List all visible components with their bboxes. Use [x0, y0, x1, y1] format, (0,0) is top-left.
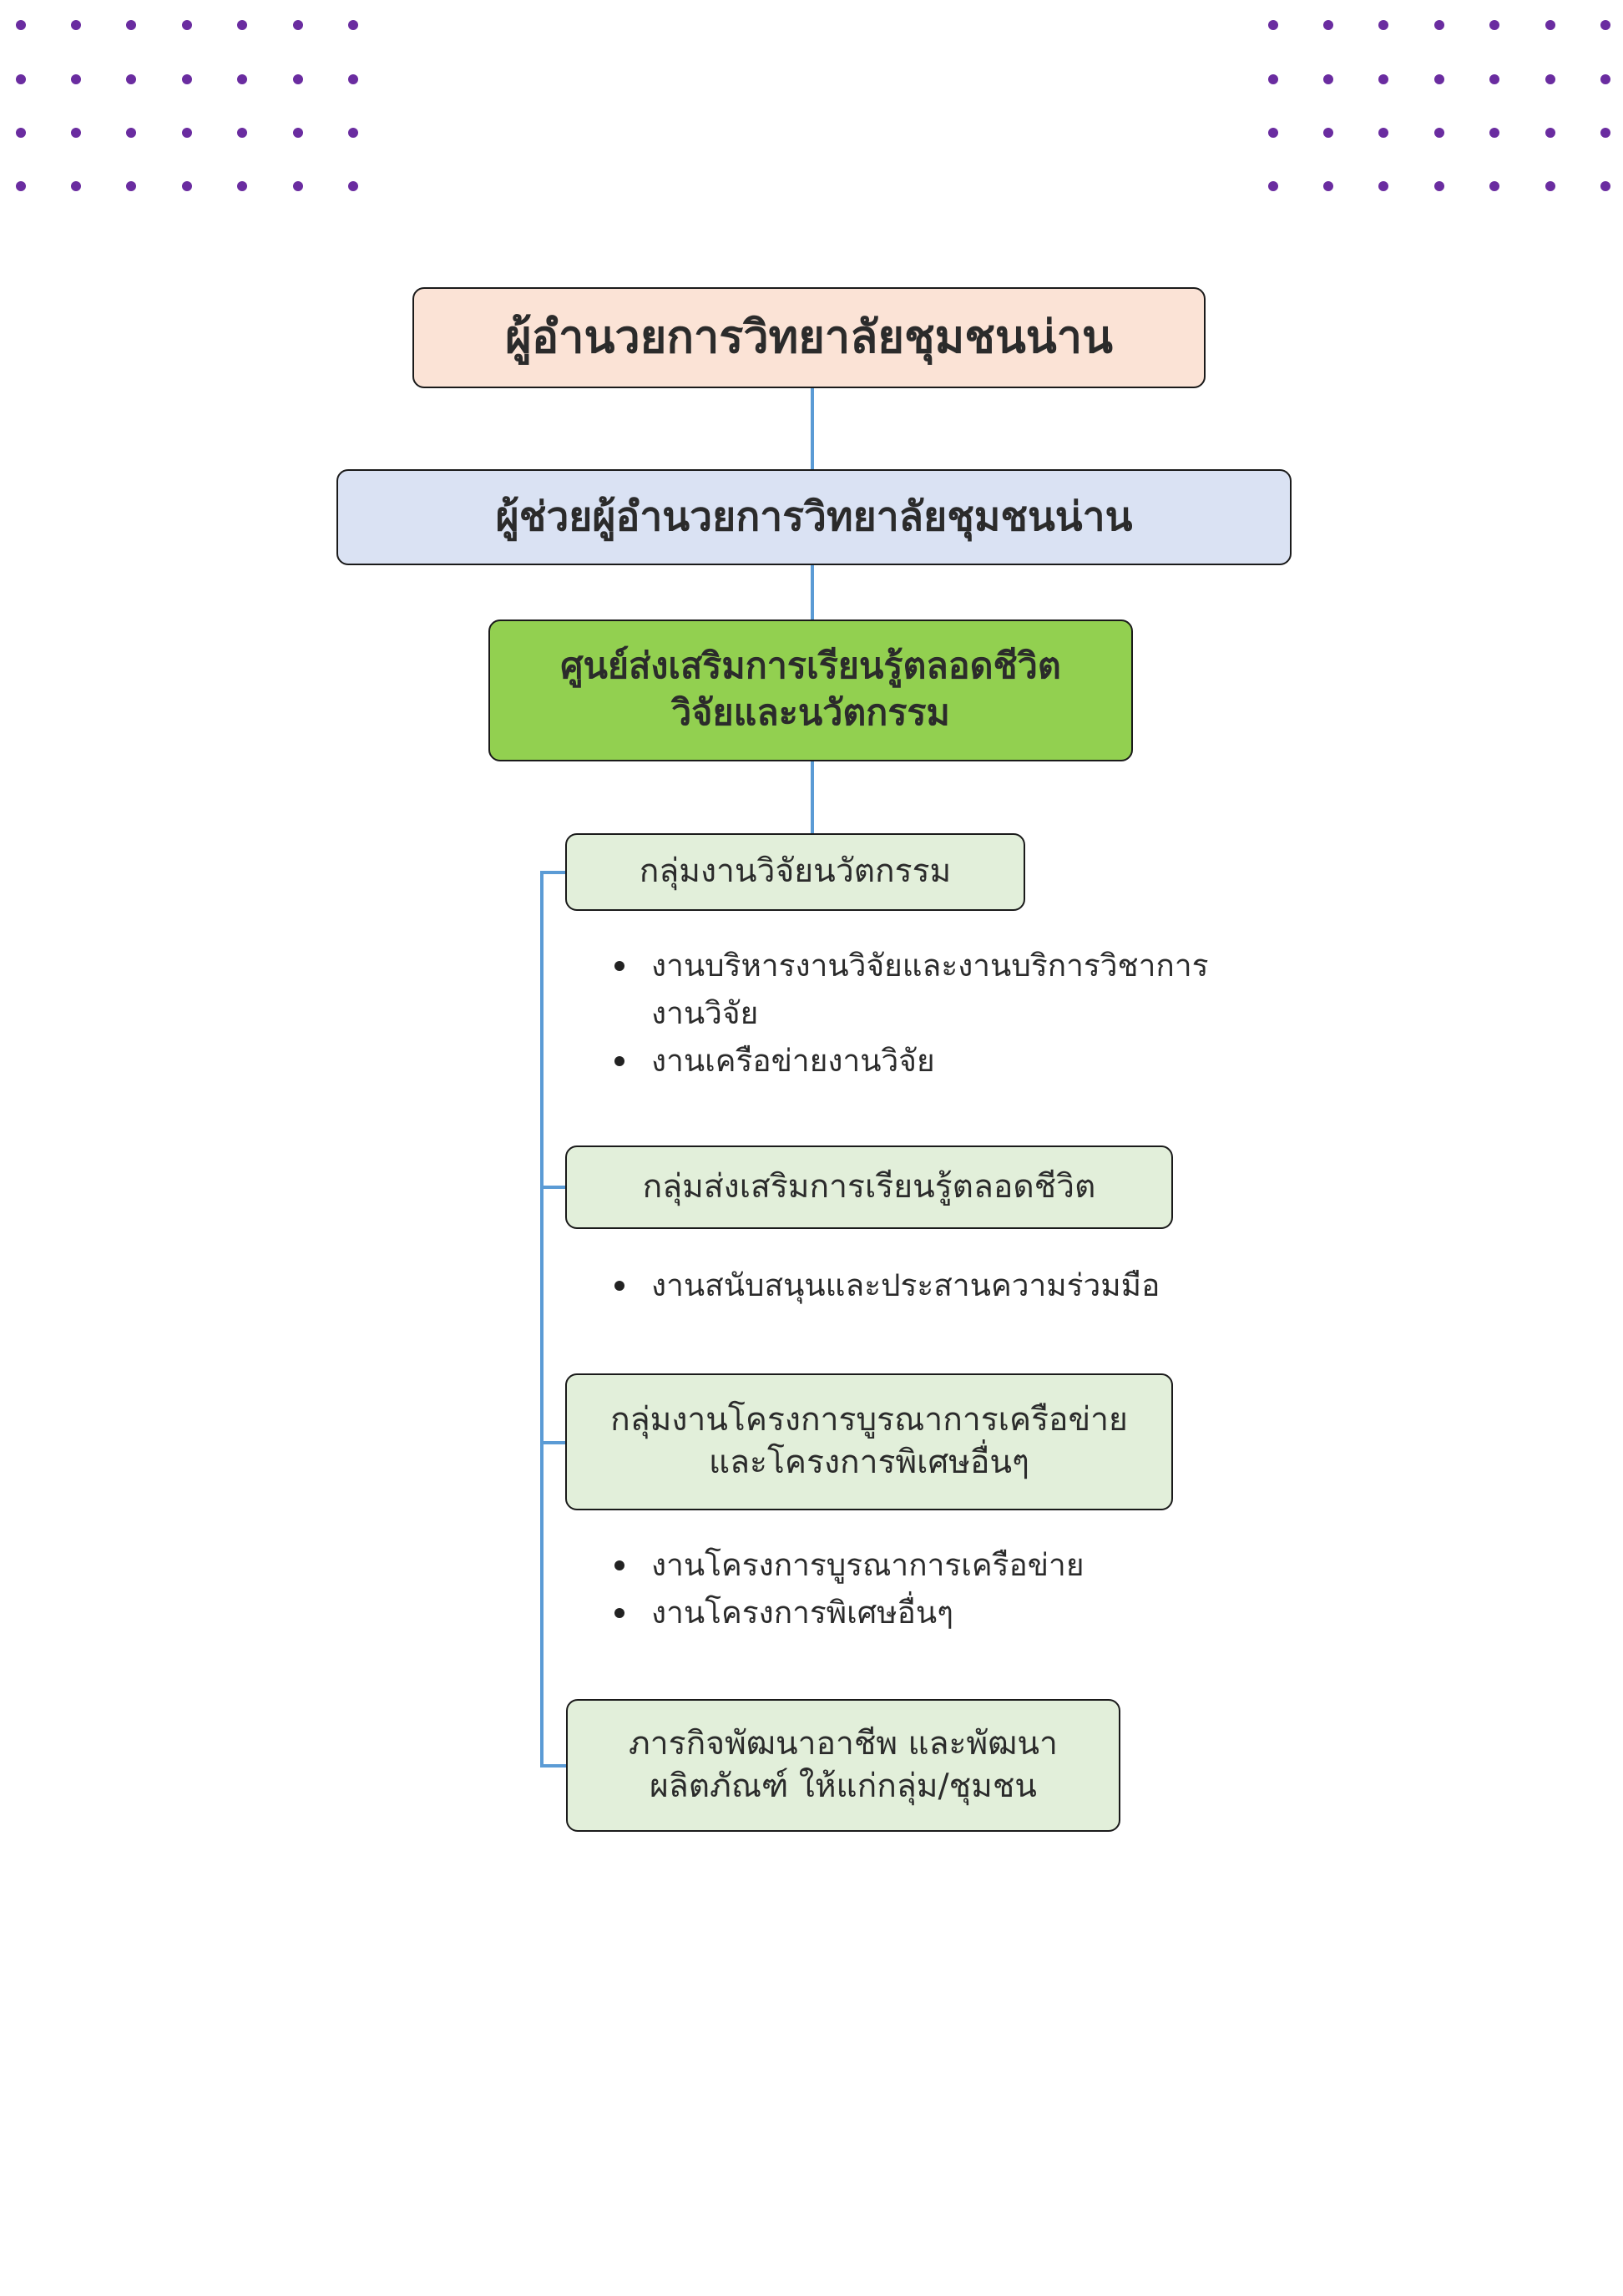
decorative-dot — [1545, 20, 1555, 30]
decorative-dot — [293, 74, 303, 84]
decorative-dot — [71, 128, 81, 138]
decorative-dot — [1434, 128, 1444, 138]
task-item: งานเครือข่ายงานวิจัย — [609, 1037, 1211, 1085]
group-box-research-innovation: กลุ่มงานวิจัยนวัตกรรม — [565, 833, 1025, 911]
decorative-dot — [1268, 20, 1278, 30]
decorative-dot — [1434, 20, 1444, 30]
decorative-dot — [126, 181, 136, 191]
assistant-director-box: ผู้ช่วยผู้อำนวยการวิทยาลัยชุมชนน่าน — [336, 469, 1292, 565]
decorative-dot — [237, 128, 247, 138]
decorative-dot — [1378, 128, 1388, 138]
decorative-dot — [1268, 128, 1278, 138]
decorative-dot — [1600, 20, 1610, 30]
decorative-dot — [1600, 181, 1610, 191]
decorative-dot — [1378, 20, 1388, 30]
group-task-list: งานบริหารงานวิจัยและงานบริการวิชาการงานว… — [609, 942, 1211, 1085]
center-title-line1: ศูนย์ส่งเสริมการเรียนรู้ตลอดชีวิต — [560, 645, 1061, 688]
decorative-dot — [1600, 74, 1610, 84]
task-item: งานบริหารงานวิจัยและงานบริการวิชาการงานว… — [609, 942, 1211, 1037]
director-box: ผู้อำนวยการวิทยาลัยชุมชนน่าน — [412, 287, 1206, 388]
decorative-dot — [293, 20, 303, 30]
decorative-dot — [348, 181, 358, 191]
group-title-line1: ภารกิจพัฒนาอาชีพ และพัฒนา — [629, 1724, 1058, 1762]
center-title-line2: วิจัยและนวัตกรรม — [671, 692, 950, 734]
decorative-dot — [71, 181, 81, 191]
task-item: งานโครงการพิเศษอื่นๆ — [609, 1589, 1244, 1636]
decorative-dot — [71, 74, 81, 84]
assistant-director-title: ผู้ช่วยผู้อำนวยการวิทยาลัยชุมชนน่าน — [495, 493, 1133, 541]
group-box-network-projects: กลุ่มงานโครงการบูรณาการเครือข่าย และโครง… — [565, 1373, 1173, 1510]
decorative-dot — [1378, 74, 1388, 84]
decorative-dot — [348, 128, 358, 138]
decorative-dot — [1378, 181, 1388, 191]
decorative-dot — [1323, 20, 1333, 30]
decorative-dot — [1600, 128, 1610, 138]
decorative-dot — [1434, 74, 1444, 84]
decorative-dot — [16, 181, 26, 191]
director-title: ผู้อำนวยการวิทยาลัยชุมชนน่าน — [505, 311, 1113, 364]
task-item: งานสนับสนุนและประสานความร่วมมือ — [609, 1262, 1244, 1309]
decorative-dot-pattern — [16, 20, 1610, 191]
decorative-dot — [182, 20, 192, 30]
decorative-dot — [1489, 20, 1499, 30]
decorative-dot — [237, 181, 247, 191]
decorative-dot — [1489, 181, 1499, 191]
decorative-dot — [1323, 74, 1333, 84]
decorative-dot — [182, 181, 192, 191]
group-box-lifelong-learning: กลุ่มส่งเสริมการเรียนรู้ตลอดชีวิต — [565, 1145, 1173, 1229]
group-title: กลุ่มส่งเสริมการเรียนรู้ตลอดชีวิต — [642, 1167, 1096, 1206]
decorative-dot — [348, 74, 358, 84]
decorative-dot — [1545, 181, 1555, 191]
decorative-dot — [348, 20, 358, 30]
decorative-dot — [16, 74, 26, 84]
decorative-dot — [126, 128, 136, 138]
task-item: งานโครงการบูรณาการเครือข่าย — [609, 1541, 1244, 1589]
decorative-dot — [1268, 74, 1278, 84]
decorative-dot — [1489, 74, 1499, 84]
decorative-dot — [293, 128, 303, 138]
decorative-dot — [237, 20, 247, 30]
decorative-dot — [1545, 128, 1555, 138]
decorative-dot — [16, 20, 26, 30]
group-title-line2: และโครงการพิเศษอื่นๆ — [708, 1444, 1029, 1481]
center-box: ศูนย์ส่งเสริมการเรียนรู้ตลอดชีวิต วิจัยแ… — [488, 620, 1133, 761]
decorative-dot — [1545, 74, 1555, 84]
group-task-list: งานโครงการบูรณาการเครือข่าย งานโครงการพิ… — [609, 1541, 1244, 1636]
decorative-dot — [1434, 181, 1444, 191]
decorative-dot — [1489, 128, 1499, 138]
decorative-dot — [16, 128, 26, 138]
group-box-career-product-development: ภารกิจพัฒนาอาชีพ และพัฒนา ผลิตภัณฑ์ ให้แ… — [566, 1699, 1120, 1832]
group-title-line2: ผลิตภัณฑ์ ให้แก่กลุ่ม/ชุมชน — [650, 1767, 1037, 1805]
decorative-dot — [71, 20, 81, 30]
group-task-list: งานสนับสนุนและประสานความร่วมมือ — [609, 1262, 1244, 1309]
decorative-dot — [1323, 181, 1333, 191]
decorative-dot — [1323, 128, 1333, 138]
decorative-dot — [237, 74, 247, 84]
decorative-dot — [126, 20, 136, 30]
group-title-line1: กลุ่มงานโครงการบูรณาการเครือข่าย — [610, 1401, 1128, 1439]
decorative-dot — [182, 128, 192, 138]
decorative-dot — [293, 181, 303, 191]
decorative-dot — [126, 74, 136, 84]
decorative-dot — [182, 74, 192, 84]
decorative-dot — [1268, 181, 1278, 191]
group-title: กลุ่มงานวิจัยนวัตกรรม — [639, 852, 952, 891]
